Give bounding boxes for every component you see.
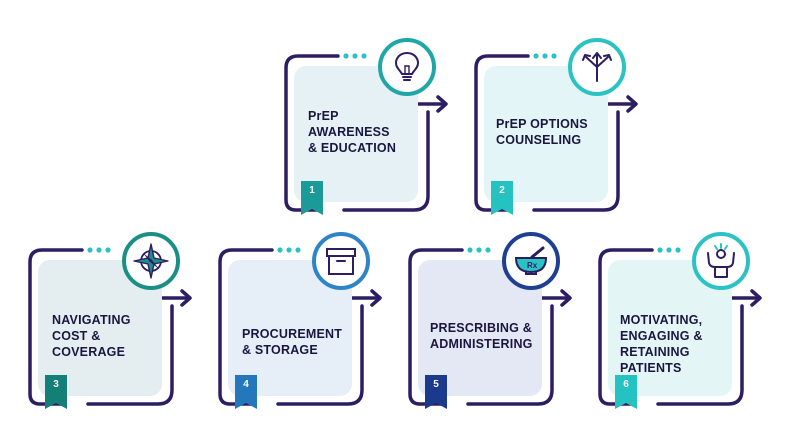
step-6: MOTIVATING, ENGAGING & RETAINING PATIENT…	[594, 232, 774, 422]
dot	[352, 53, 358, 59]
dot	[533, 53, 539, 59]
dot	[467, 247, 473, 253]
step-badge: 4	[235, 375, 257, 409]
compass-icon	[122, 232, 180, 290]
step-badge: 5	[425, 375, 447, 409]
step-number: 5	[433, 379, 439, 390]
dot	[476, 247, 482, 253]
step-badge: 6	[615, 375, 637, 409]
dot	[657, 247, 663, 253]
step-2: PrEP OPTIONS COUNSELING 2	[470, 38, 650, 228]
lightbulb-icon	[378, 38, 436, 96]
step-5: Rx PRESCRIBING & ADMINISTERING 5	[404, 232, 584, 422]
step-badge: 2	[491, 181, 513, 215]
dot	[675, 247, 681, 253]
step-number: 6	[623, 379, 629, 390]
step-number: 1	[309, 185, 315, 196]
celebrating-person-icon	[692, 232, 750, 290]
storage-box-icon	[312, 232, 370, 290]
step-label: PRESCRIBING & ADMINISTERING	[430, 321, 533, 351]
step-label: PrEP OPTIONS COUNSELING	[496, 117, 588, 147]
branching-arrows-icon	[568, 38, 626, 96]
mortar-pestle-icon: Rx	[502, 232, 560, 290]
dot	[105, 247, 111, 253]
svg-text:Rx: Rx	[527, 261, 538, 270]
dot	[87, 247, 93, 253]
step-1: PrEP AWARENESS & EDUCATION 1	[280, 38, 460, 228]
step-number: 4	[243, 379, 249, 390]
dot	[96, 247, 102, 253]
dot	[485, 247, 491, 253]
step-badge: 3	[45, 375, 67, 409]
dot	[295, 247, 301, 253]
dot	[551, 53, 557, 59]
step-label: PROCUREMENT & STORAGE	[242, 327, 343, 357]
dot	[666, 247, 672, 253]
step-3: NAVIGATING COST & COVERAGE 3	[24, 232, 204, 422]
step-number: 2	[499, 185, 505, 196]
dot	[286, 247, 292, 253]
step-number: 3	[53, 379, 59, 390]
dot	[542, 53, 548, 59]
step-label: NAVIGATING COST & COVERAGE	[52, 313, 131, 359]
dot	[277, 247, 283, 253]
step-badge: 1	[301, 181, 323, 215]
step-label: MOTIVATING, ENGAGING & RETAINING PATIENT…	[620, 313, 703, 375]
dot	[343, 53, 349, 59]
step-4: PROCUREMENT & STORAGE 4	[214, 232, 394, 422]
step-label: PrEP AWARENESS & EDUCATION	[308, 109, 397, 155]
dot	[361, 53, 367, 59]
